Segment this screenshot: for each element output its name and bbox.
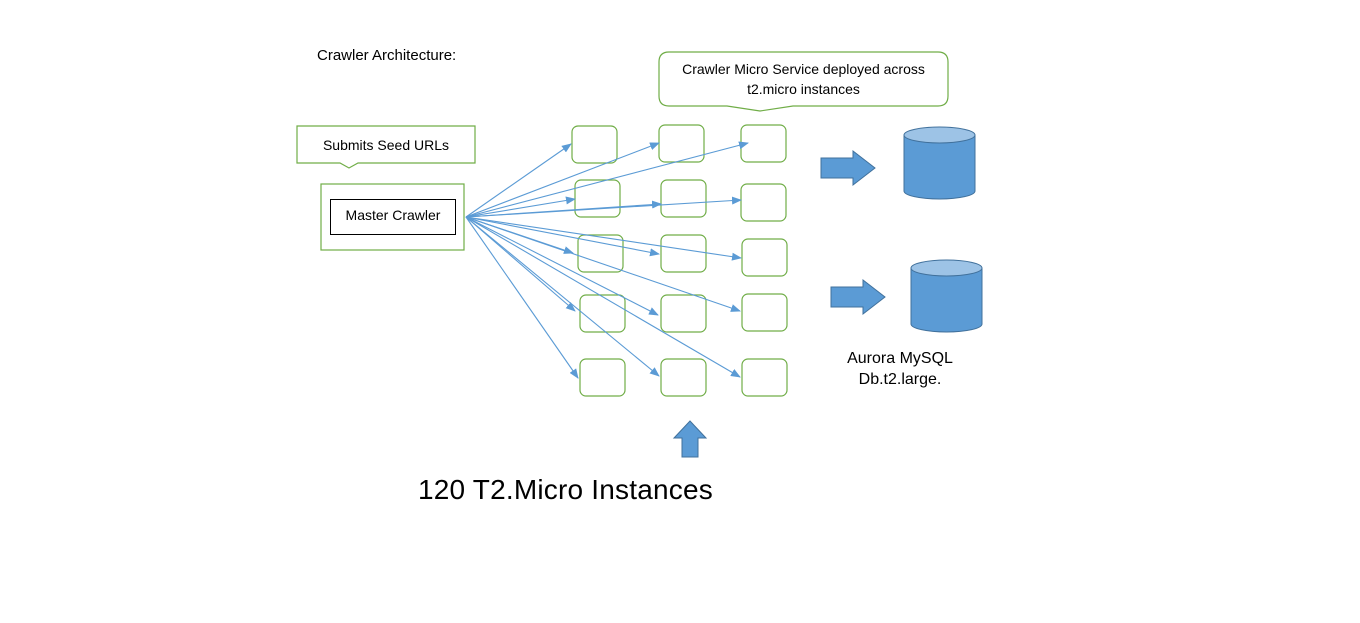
microservice-callout: Crawler Micro Service deployed across t2… [659,59,948,99]
connector-arrow [465,142,660,218]
database-label-line2: Db.t2.large. [858,371,942,388]
microservice-callout-line1: Crawler Micro Service deployed across [682,61,925,77]
connector-arrow [465,216,660,257]
connector-arrow [465,143,572,218]
seed-callout-shape [296,125,476,169]
instance-box [660,179,707,218]
connector-arrow [465,216,660,377]
connector-arrow [465,216,579,379]
instance-box [571,125,618,164]
instance-box [574,179,621,218]
instance-box [577,234,624,273]
instance-box [741,293,788,332]
instances-count-label: 120 T2.Micro Instances [418,474,713,505]
instance-box [741,358,788,397]
database-icon [910,259,983,333]
database-label: Aurora MySQL Db.t2.large. [836,348,964,390]
block-arrow-right-1 [820,149,876,187]
connector-arrow [465,216,741,312]
database-label-line1: Aurora MySQL [847,350,953,367]
instance-box [579,294,626,333]
microservice-callout-shape [658,51,949,112]
instance-box [579,358,626,397]
block-arrow-up [672,420,708,458]
database-icon [903,126,976,200]
block-arrow-right-2 [830,278,886,316]
master-crawler-box: Master Crawler [330,199,456,235]
instance-box [660,358,707,397]
instance-box [660,234,707,273]
seed-urls-callout: Submits Seed URLs [322,137,450,153]
microservice-callout-line2: t2.micro instances [747,81,860,97]
connector-arrow [465,196,742,218]
connector-arrow [465,216,741,378]
connector-arrow [465,141,749,218]
diagram-title: Crawler Architecture: [317,47,457,64]
instance-box [741,238,788,277]
connector-arrow [465,196,576,218]
instance-box [660,294,707,333]
connector-arrow [465,216,659,316]
connector-arrow [465,216,742,261]
instance-box [740,183,787,222]
